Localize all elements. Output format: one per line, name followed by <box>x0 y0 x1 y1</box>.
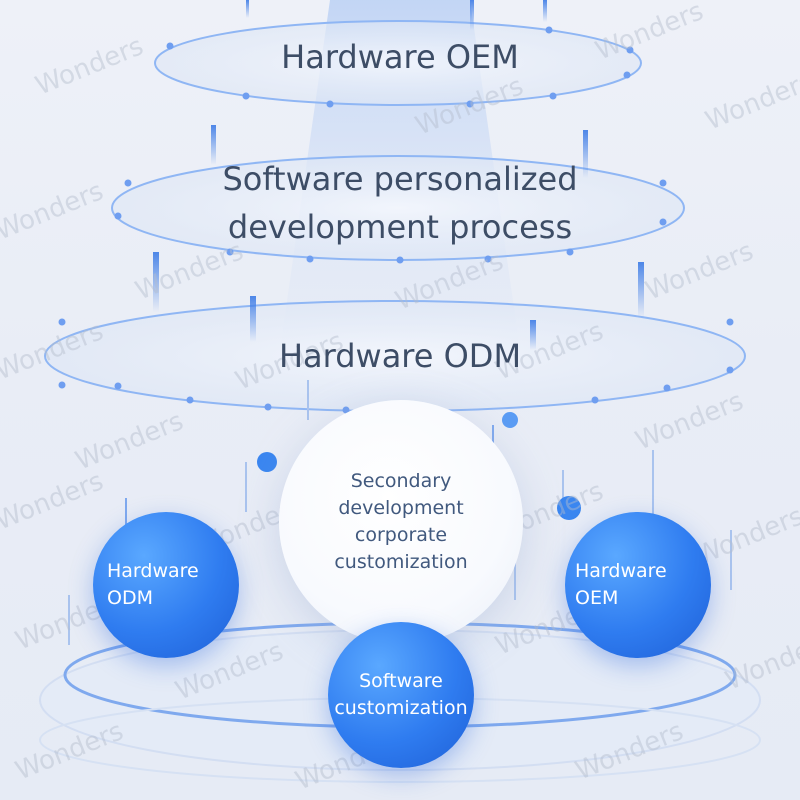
watermark-text: Wonders <box>691 501 800 571</box>
watermark-text: Wonders <box>631 386 747 456</box>
bubble-line: customization <box>334 549 467 576</box>
watermark-text: Wonders <box>71 406 187 476</box>
tier-label-line: Software personalized <box>0 155 800 203</box>
bubble-line: Secondary <box>351 468 452 495</box>
bubble-line: customization <box>334 695 467 722</box>
watermark-text: Wonders <box>701 66 800 136</box>
bubble-line: OEM <box>575 585 618 612</box>
watermark-text: Wonders <box>0 466 108 536</box>
bubble-line: Hardware <box>107 558 199 585</box>
bubble-secondary-development: Secondary development corporate customiz… <box>279 400 523 644</box>
bubble-line: corporate <box>355 522 447 549</box>
bubble-line: ODM <box>107 585 153 612</box>
bubble-line: Software <box>359 668 443 695</box>
tier-label-line: development process <box>0 203 800 251</box>
bubble-hardware-odm: Hardware ODM <box>93 512 239 658</box>
bubble-line: development <box>338 495 463 522</box>
tier-label-hardware-odm: Hardware ODM <box>0 337 800 375</box>
tier-label-hardware-oem: Hardware OEM <box>0 38 800 76</box>
bubble-software-customization: Software customization <box>328 622 474 768</box>
watermark-text: Wonders <box>721 626 800 696</box>
bubble-hardware-oem: Hardware OEM <box>565 512 711 658</box>
tier-label-software-process: Software personalized development proces… <box>0 155 800 251</box>
bubble-line: Hardware <box>575 558 667 585</box>
